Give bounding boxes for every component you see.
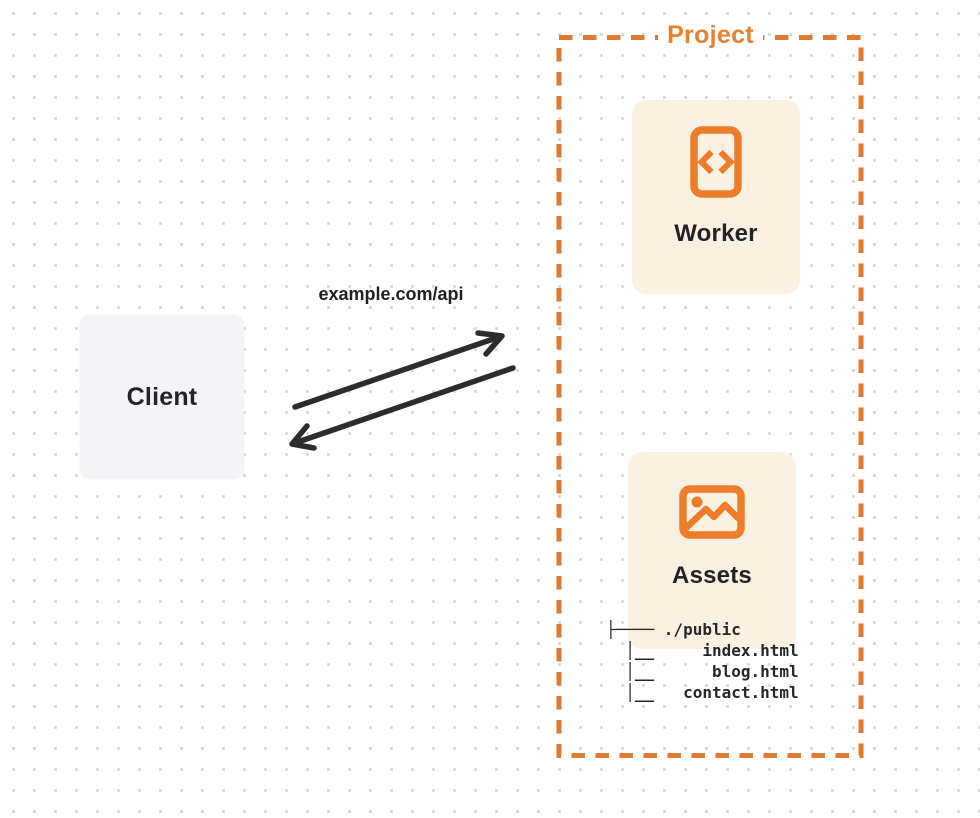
client-node: Client <box>80 315 244 479</box>
project-title-row: Project <box>559 20 862 51</box>
tree-line-contact: │__ contact.html <box>606 683 799 702</box>
response-arrow <box>289 365 516 451</box>
worker-label: Worker <box>674 220 758 247</box>
assets-node: Assets <box>628 452 796 649</box>
project-title: Project <box>658 20 763 51</box>
assets-label: Assets <box>672 562 752 589</box>
tree-line-blog: │__ blog.html <box>606 662 799 681</box>
image-icon <box>679 485 745 539</box>
client-label: Client <box>126 382 198 411</box>
request-url-label: example.com/api <box>318 284 464 304</box>
tree-line-index: │__ index.html <box>606 641 799 660</box>
request-arrow <box>292 330 505 410</box>
worker-node: Worker <box>632 100 800 294</box>
code-icon <box>690 126 742 198</box>
file-tree: ├──── ./public │__ index.html │__ blog.h… <box>606 619 799 703</box>
tree-line-public: ├──── ./public <box>606 620 741 639</box>
